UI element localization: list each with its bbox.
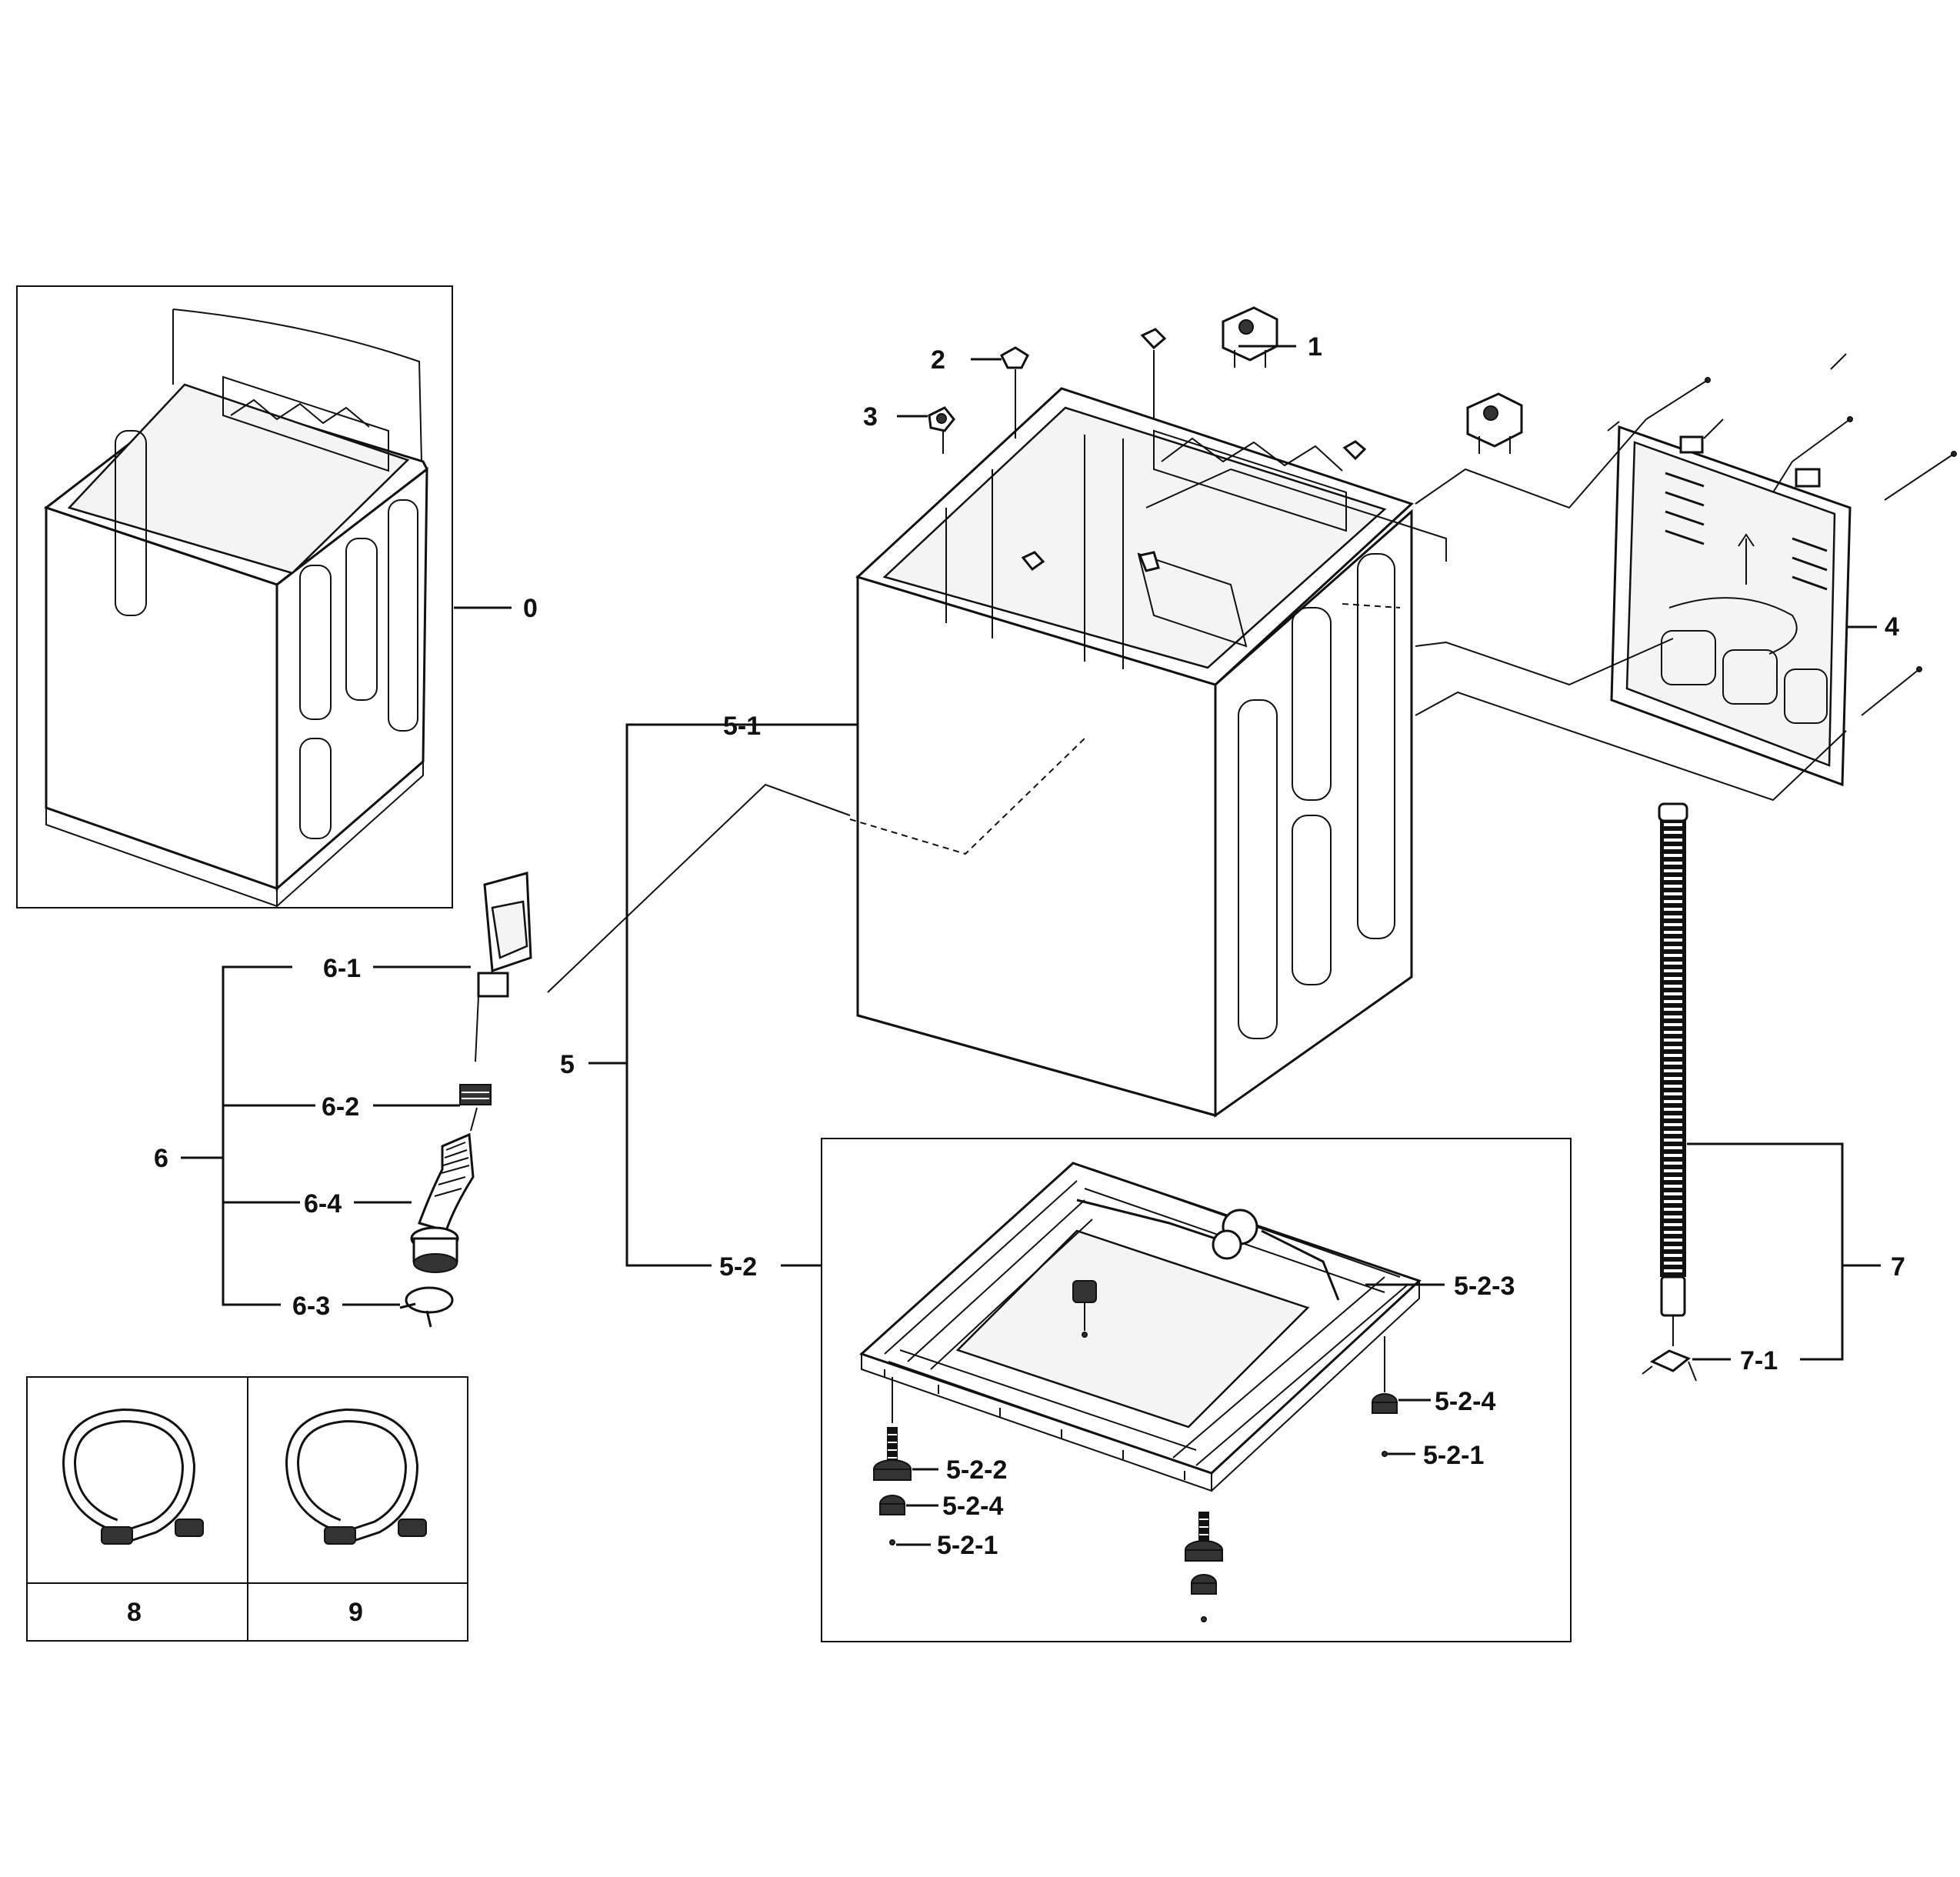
label-7: 7 — [1891, 1252, 1905, 1282]
label-5-2-2: 5-2-2 — [946, 1455, 1007, 1485]
leader-lines — [181, 345, 1881, 1546]
label-6-4: 6-4 — [304, 1189, 342, 1219]
drain-hose-7 — [1642, 802, 1697, 1382]
label-0: 0 — [523, 594, 538, 623]
label-8: 8 — [127, 1598, 142, 1627]
back-panel-4 — [1145, 353, 1957, 802]
assembly-0-box — [16, 285, 453, 908]
callout-labels: 0 1 2 3 4 5 5-1 5-2 5-2-3 5-2-4 5-2-1 5-… — [127, 332, 1905, 1627]
label-7-1: 7-1 — [1740, 1346, 1778, 1375]
drain-parts-6 — [399, 872, 532, 1328]
label-6-1: 6-1 — [323, 954, 361, 983]
label-5-2-1-left: 5-2-1 — [937, 1531, 998, 1560]
label-9: 9 — [348, 1598, 363, 1627]
label-4: 4 — [1885, 612, 1899, 642]
label-5-2-1-right: 5-2-1 — [1423, 1441, 1484, 1470]
label-6-2: 6-2 — [322, 1092, 359, 1122]
label-5-2: 5-2 — [719, 1252, 757, 1282]
label-5-2-4-right: 5-2-4 — [1435, 1387, 1495, 1416]
hoses-8-9-box — [26, 1376, 468, 1642]
label-5: 5 — [560, 1050, 575, 1079]
label-6: 6 — [154, 1144, 168, 1173]
label-2: 2 — [931, 345, 945, 375]
label-5-1: 5-1 — [723, 712, 761, 741]
label-6-3: 6-3 — [292, 1292, 330, 1321]
label-5-2-3: 5-2-3 — [1454, 1272, 1515, 1301]
label-1: 1 — [1308, 332, 1322, 362]
label-3: 3 — [863, 402, 878, 432]
base-frame-5-2-box — [821, 1138, 1572, 1642]
cabinet-5-1 — [849, 387, 1414, 1118]
label-5-2-4-left: 5-2-4 — [942, 1492, 1003, 1521]
